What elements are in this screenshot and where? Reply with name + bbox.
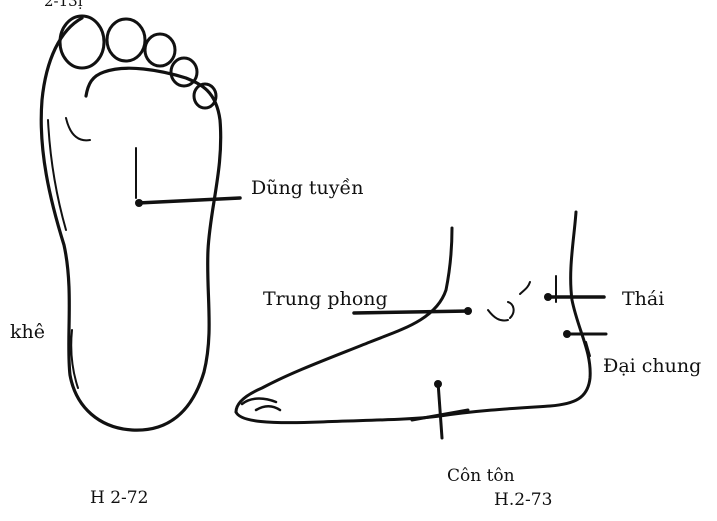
toe-3	[145, 34, 175, 66]
dung-tuyen-label: Dũng tuyền	[251, 179, 363, 198]
side-of-foot-drawing	[236, 212, 606, 438]
trung-phong-label: Trung phong	[263, 290, 388, 309]
sole-of-foot-drawing	[41, 16, 240, 430]
big-toe	[60, 16, 104, 68]
foot-sole-line	[236, 212, 590, 423]
con-ton-point	[434, 380, 442, 388]
trung-phong-leader	[354, 311, 470, 313]
sole-shading-ball	[66, 118, 90, 140]
dung-tuyen-point	[135, 199, 143, 207]
toe-4	[171, 58, 197, 86]
dung-tuyen-leader	[138, 198, 240, 203]
toe-2	[107, 19, 145, 61]
ankle-hint	[520, 282, 530, 294]
con-ton-label: Côn tôn	[447, 468, 515, 485]
thai-label: Thái	[622, 290, 664, 309]
toe-outline	[242, 399, 280, 411]
ankle-bone	[488, 302, 514, 321]
dai-chung-label: Đại chung	[603, 357, 701, 376]
sole-shading-left	[48, 120, 66, 230]
con-ton-stem	[438, 382, 442, 438]
thai-point	[544, 293, 552, 301]
khe-label: khê	[10, 323, 45, 342]
caption-h2-73: H.2-73	[494, 492, 552, 509]
caption-h2-72: H 2-72	[90, 490, 148, 507]
trung-phong-point	[464, 307, 472, 315]
top-fragment-label: 2-13ị	[44, 0, 83, 9]
dai-chung-point	[563, 330, 571, 338]
foot-top-line	[236, 228, 452, 412]
